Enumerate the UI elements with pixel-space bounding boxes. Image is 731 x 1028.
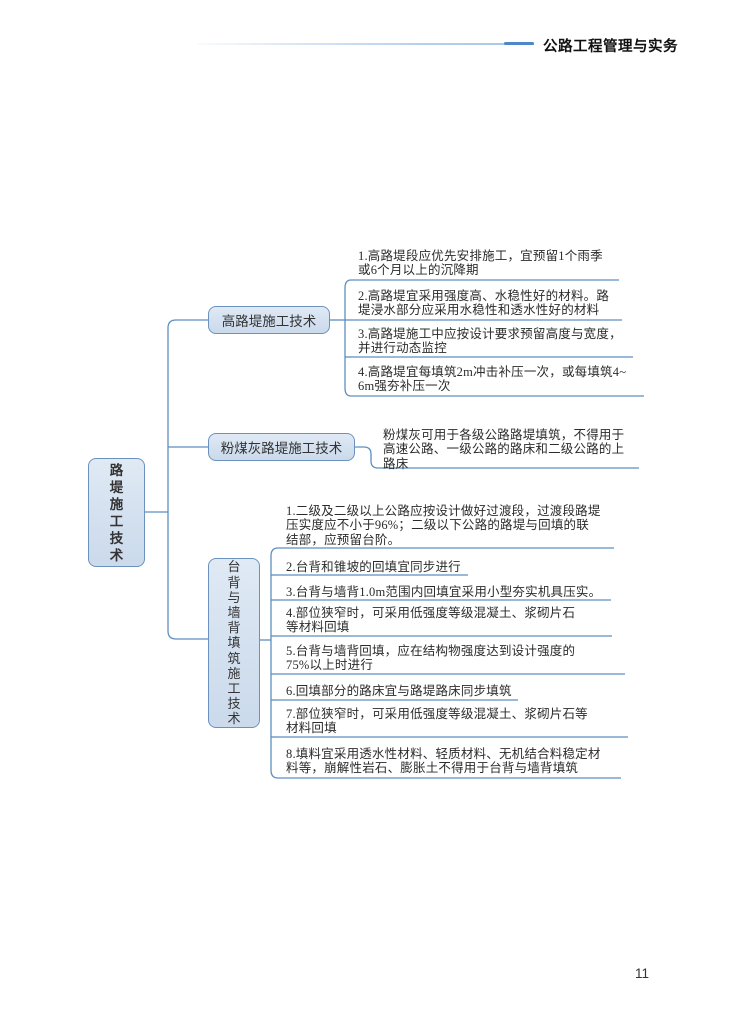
leaf-item: 3.高路堤施工中应按设计要求预留高度与宽度， 并进行动态监控 <box>358 327 622 356</box>
root-node-label: 路堤施工技术 <box>109 462 124 563</box>
leaf-item: 5.台背与墙背回填，应在结构物强度达到设计强度的 75%以上时进行 <box>286 644 576 673</box>
leaf-item: 2.高路堤宜采用强度高、水稳性好的材料。路 堤浸水部分应采用水稳性和透水性好的材… <box>358 289 610 318</box>
branch-node-label: 粉煤灰路堤施工技术 <box>220 441 343 456</box>
leaf-item: 粉煤灰可用于各级公路路堤填筑，不得用于 高速公路、一级公路的路床和二级公路的上 … <box>383 428 625 471</box>
branch-node-abutment-wall-backfill: 台背与墙背填筑施工技术 <box>208 558 260 728</box>
leaf-item: 2.台背和锥坡的回填宜同步进行 <box>286 560 461 574</box>
branch-node-label: 高路堤施工技术 <box>221 314 317 329</box>
root-node-embankment-construction: 路堤施工技术 <box>88 458 145 567</box>
leaf-item: 3.台背与墙背1.0m范围内回填宜采用小型夯实机具压实。 <box>286 585 602 599</box>
leaf-item: 7.部位狭窄时，可采用低强度等级混凝土、浆砌片石等 材料回填 <box>286 707 588 736</box>
leaf-item: 1.二级及二级以上公路应按设计做好过渡段，过渡段路堤 压实度应不小于96%；二级… <box>286 504 601 547</box>
page-number: 11 <box>635 966 650 981</box>
header-rule <box>197 42 534 45</box>
leaf-item: 8.填料宜采用透水性材料、轻质材料、无机结合料稳定材 料等，崩解性岩石、膨胀土不… <box>286 747 601 776</box>
header-rule-cap <box>504 42 534 45</box>
branch-node-fly-ash-embankment: 粉煤灰路堤施工技术 <box>208 433 355 461</box>
leaf-item: 4.部位狭窄时，可采用低强度等级混凝土、浆砌片石 等材料回填 <box>286 606 576 635</box>
leaf-item: 4.高路堤宜每填筑2m冲击补压一次，或每填筑4~ 6m强夯补压一次 <box>358 365 627 394</box>
leaf-item: 1.高路堤段应优先安排施工，宜预留1个雨季 或6个月以上的沉降期 <box>358 249 603 278</box>
branch-node-high-embankment: 高路堤施工技术 <box>208 306 330 334</box>
branch-node-label: 台背与墙背填筑施工技术 <box>227 559 241 727</box>
leaf-item: 6.回填部分的路床宜与路堤路床同步填筑 <box>286 684 512 698</box>
header-title: 公路工程管理与实务 <box>543 39 678 55</box>
